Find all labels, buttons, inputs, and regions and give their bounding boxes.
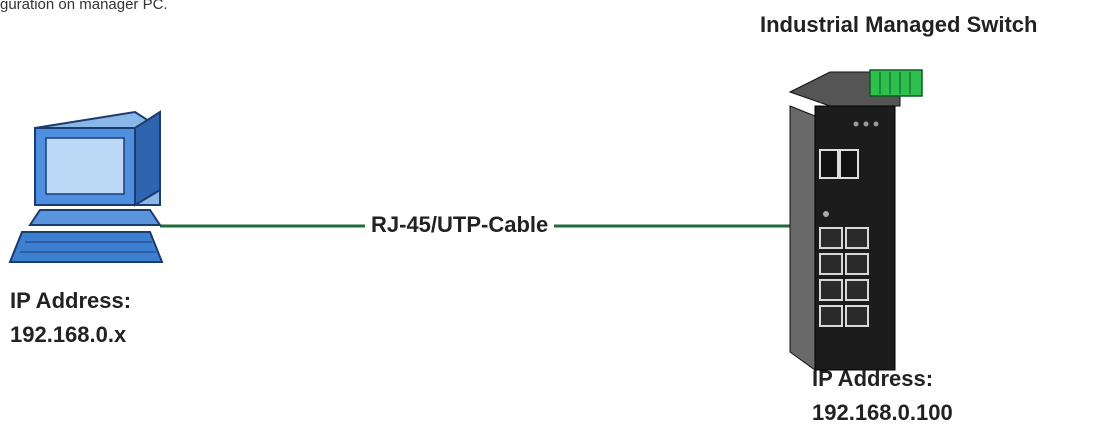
cable-label: RJ-45/UTP-Cable — [365, 212, 554, 238]
computer-icon — [10, 112, 162, 262]
terminal-block — [870, 70, 922, 96]
switch-ip-label: IP Address: — [812, 362, 953, 396]
switch-device — [790, 70, 922, 370]
sfp-port — [840, 150, 858, 178]
pc-ip-value: 192.168.0.x — [10, 318, 131, 352]
switch-ip-block: IP Address: 192.168.0.100 — [812, 362, 953, 430]
pc-ip-block: IP Address: 192.168.0.x — [10, 284, 131, 352]
pc-ip-label: IP Address: — [10, 284, 131, 318]
switch-ip-value: 192.168.0.100 — [812, 396, 953, 430]
sfp-port — [820, 150, 838, 178]
